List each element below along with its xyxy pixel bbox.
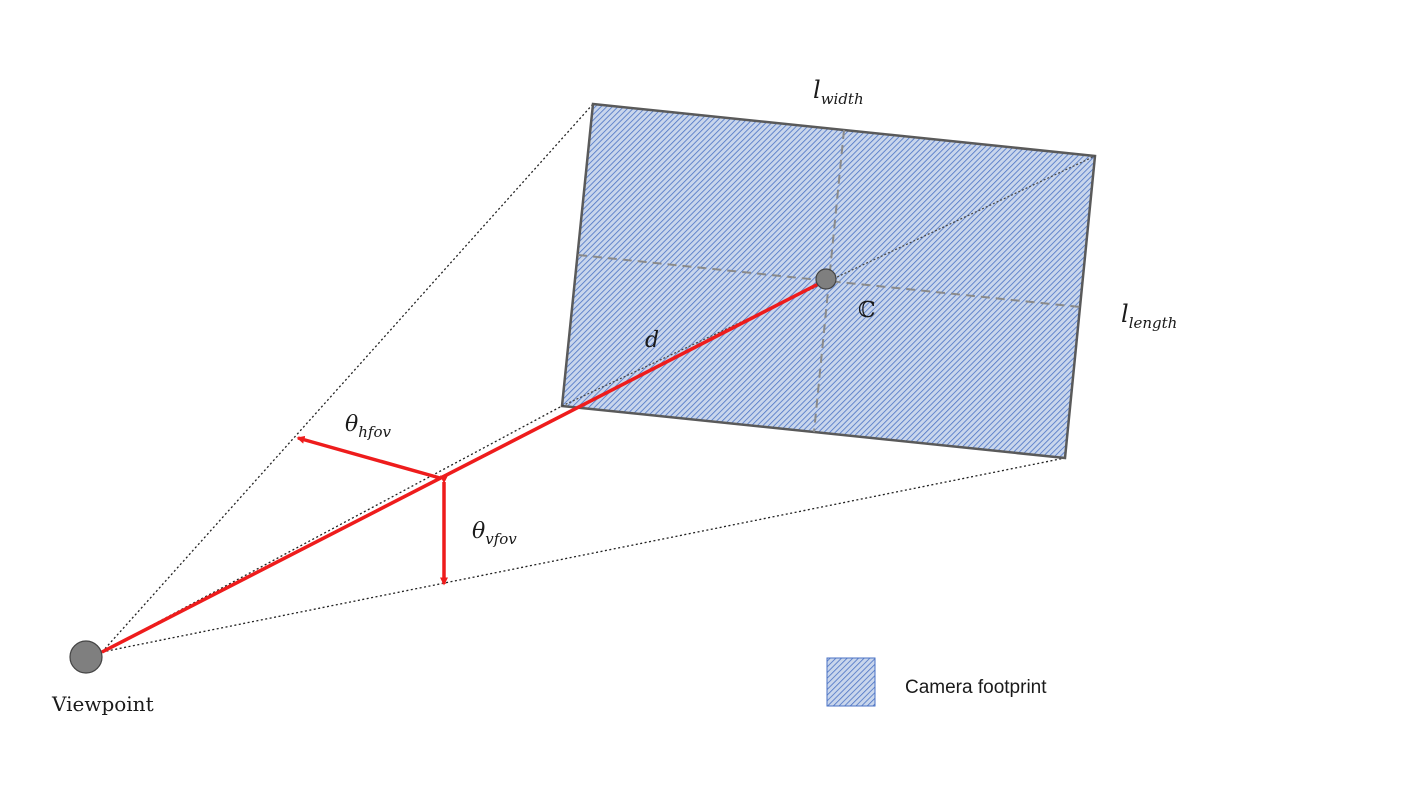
measurement-arrows xyxy=(94,278,828,659)
center-label: ℂ xyxy=(858,298,876,323)
center-point xyxy=(815,268,837,290)
vfov-label: θvfov xyxy=(472,519,517,548)
legend-swatch xyxy=(826,657,876,707)
distance-arrow xyxy=(94,278,828,659)
frustum-line-top-left xyxy=(101,103,594,653)
viewpoint-label: Viewpoint xyxy=(51,692,154,716)
hfov-label: θhfov xyxy=(345,412,391,441)
legend-label: Camera footprint xyxy=(905,677,1047,698)
center-line-horizontal xyxy=(577,254,1081,308)
viewpoint-point xyxy=(69,640,103,674)
distance-label: d xyxy=(645,328,659,353)
length-label: llength xyxy=(1121,300,1177,332)
frustum-line-bottom-right xyxy=(101,457,1066,653)
legend: Camera footprint xyxy=(826,657,1047,707)
width-label: lwidth xyxy=(813,76,864,108)
hfov-arrow xyxy=(296,435,441,480)
